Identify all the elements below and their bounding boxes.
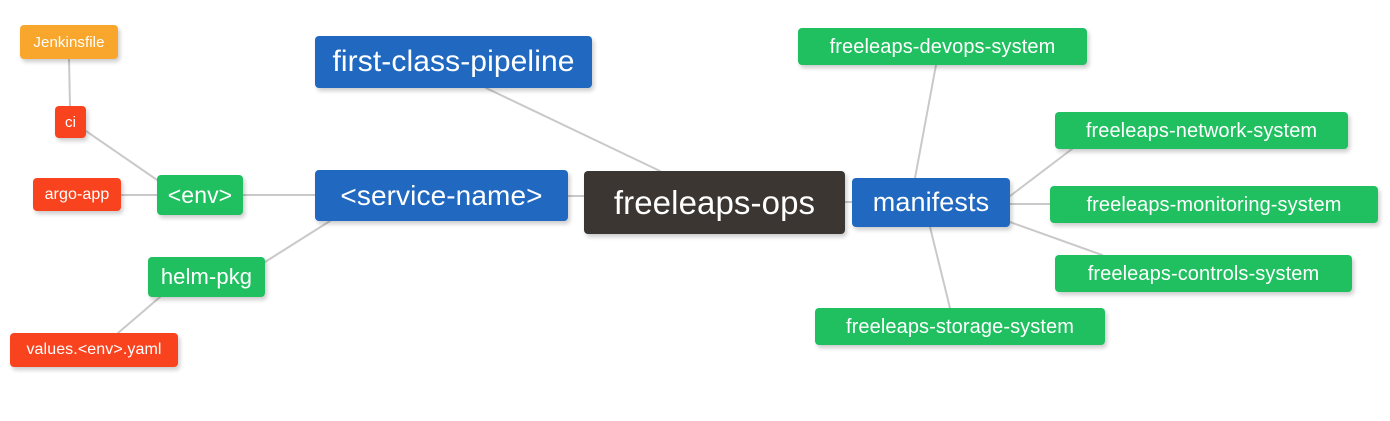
node-values-yaml[interactable]: values.<env>.yaml [10,333,178,367]
node-jenkinsfile[interactable]: Jenkinsfile [20,25,118,59]
node-first-class-pipeline[interactable]: first-class-pipeline [315,36,592,88]
node-freeleaps-monitoring-system[interactable]: freeleaps-monitoring-system [1050,186,1378,223]
node-freeleaps-devops-system[interactable]: freeleaps-devops-system [798,28,1087,65]
node-service-name[interactable]: <service-name> [315,170,568,221]
edge-jenkinsfile-ci [68,58,71,107]
node-env[interactable]: <env> [157,175,243,215]
edge-manifests-storage [929,226,951,309]
node-argo-app[interactable]: argo-app [33,178,121,211]
edge-helmpkg-values [117,296,161,334]
edge-manifests-controls [1009,221,1103,256]
edge-ci-env [85,130,161,183]
edge-firstclass-ops [485,87,661,172]
node-helm-pkg[interactable]: helm-pkg [148,257,265,297]
edge-servicename-helmpkg [264,220,331,263]
node-manifests[interactable]: manifests [852,178,1010,227]
node-ci[interactable]: ci [55,106,86,138]
node-freeleaps-controls-system[interactable]: freeleaps-controls-system [1055,255,1352,292]
node-freeleaps-ops[interactable]: freeleaps-ops [584,171,845,234]
edge-manifests-devops [914,64,937,179]
node-freeleaps-network-system[interactable]: freeleaps-network-system [1055,112,1348,149]
node-freeleaps-storage-system[interactable]: freeleaps-storage-system [815,308,1105,345]
